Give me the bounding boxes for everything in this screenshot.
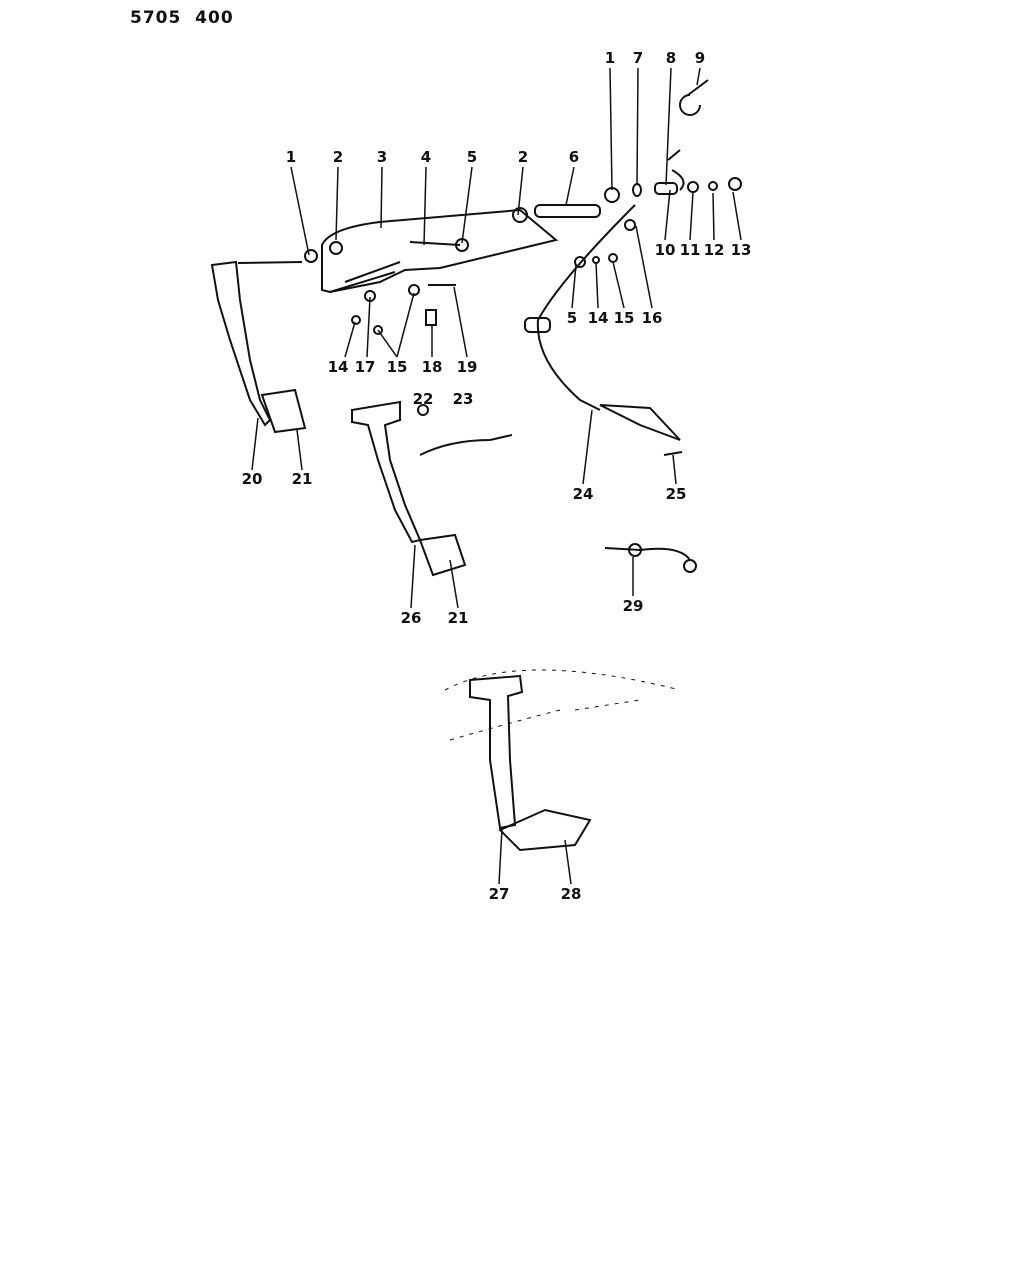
diagram-header: 5705 400 [130, 8, 234, 28]
callout-21: 21 [447, 609, 469, 627]
pedal-bracket [321, 208, 559, 294]
part-number: 5705 [130, 8, 182, 28]
callout-15: 15 [386, 358, 408, 376]
switch-29 [604, 543, 697, 573]
callout-12: 12 [703, 241, 725, 259]
callout-5: 5 [466, 148, 478, 166]
callout-4: 4 [420, 148, 432, 166]
callout-15: 15 [613, 309, 635, 327]
callout-5: 5 [566, 309, 578, 327]
callout-18: 18 [421, 358, 443, 376]
callout-19: 19 [456, 358, 478, 376]
callout-1: 1 [604, 49, 616, 67]
shafts-and-pins [237, 79, 742, 335]
callout-14: 14 [327, 358, 349, 376]
callout-1: 1 [285, 148, 297, 166]
callout-7: 7 [632, 49, 644, 67]
callout-6: 6 [568, 148, 580, 166]
callout-17: 17 [354, 358, 376, 376]
callout-26: 26 [400, 609, 422, 627]
callout-21: 21 [291, 470, 313, 488]
callout-10: 10 [654, 241, 676, 259]
group-number: 400 [195, 8, 234, 28]
leader-lines [251, 67, 742, 885]
callout-9: 9 [694, 49, 706, 67]
callout-28: 28 [560, 885, 582, 903]
callout-8: 8 [665, 49, 677, 67]
callout-29: 29 [622, 597, 644, 615]
callout-22: 22 [412, 390, 434, 408]
callout-20: 20 [241, 470, 263, 488]
callout-11: 11 [679, 241, 701, 259]
pedal-26 [351, 400, 513, 577]
callout-23: 23 [452, 390, 474, 408]
callout-2: 2 [517, 148, 529, 166]
callout-13: 13 [730, 241, 752, 259]
callout-16: 16 [641, 309, 663, 327]
callout-24: 24 [572, 485, 594, 503]
pedal-20 [210, 260, 307, 434]
pedal-27 [444, 669, 681, 852]
cable [524, 204, 683, 456]
callout-2: 2 [332, 148, 344, 166]
callout-25: 25 [665, 485, 687, 503]
callout-27: 27 [488, 885, 510, 903]
callout-14: 14 [587, 309, 609, 327]
callout-3: 3 [376, 148, 388, 166]
